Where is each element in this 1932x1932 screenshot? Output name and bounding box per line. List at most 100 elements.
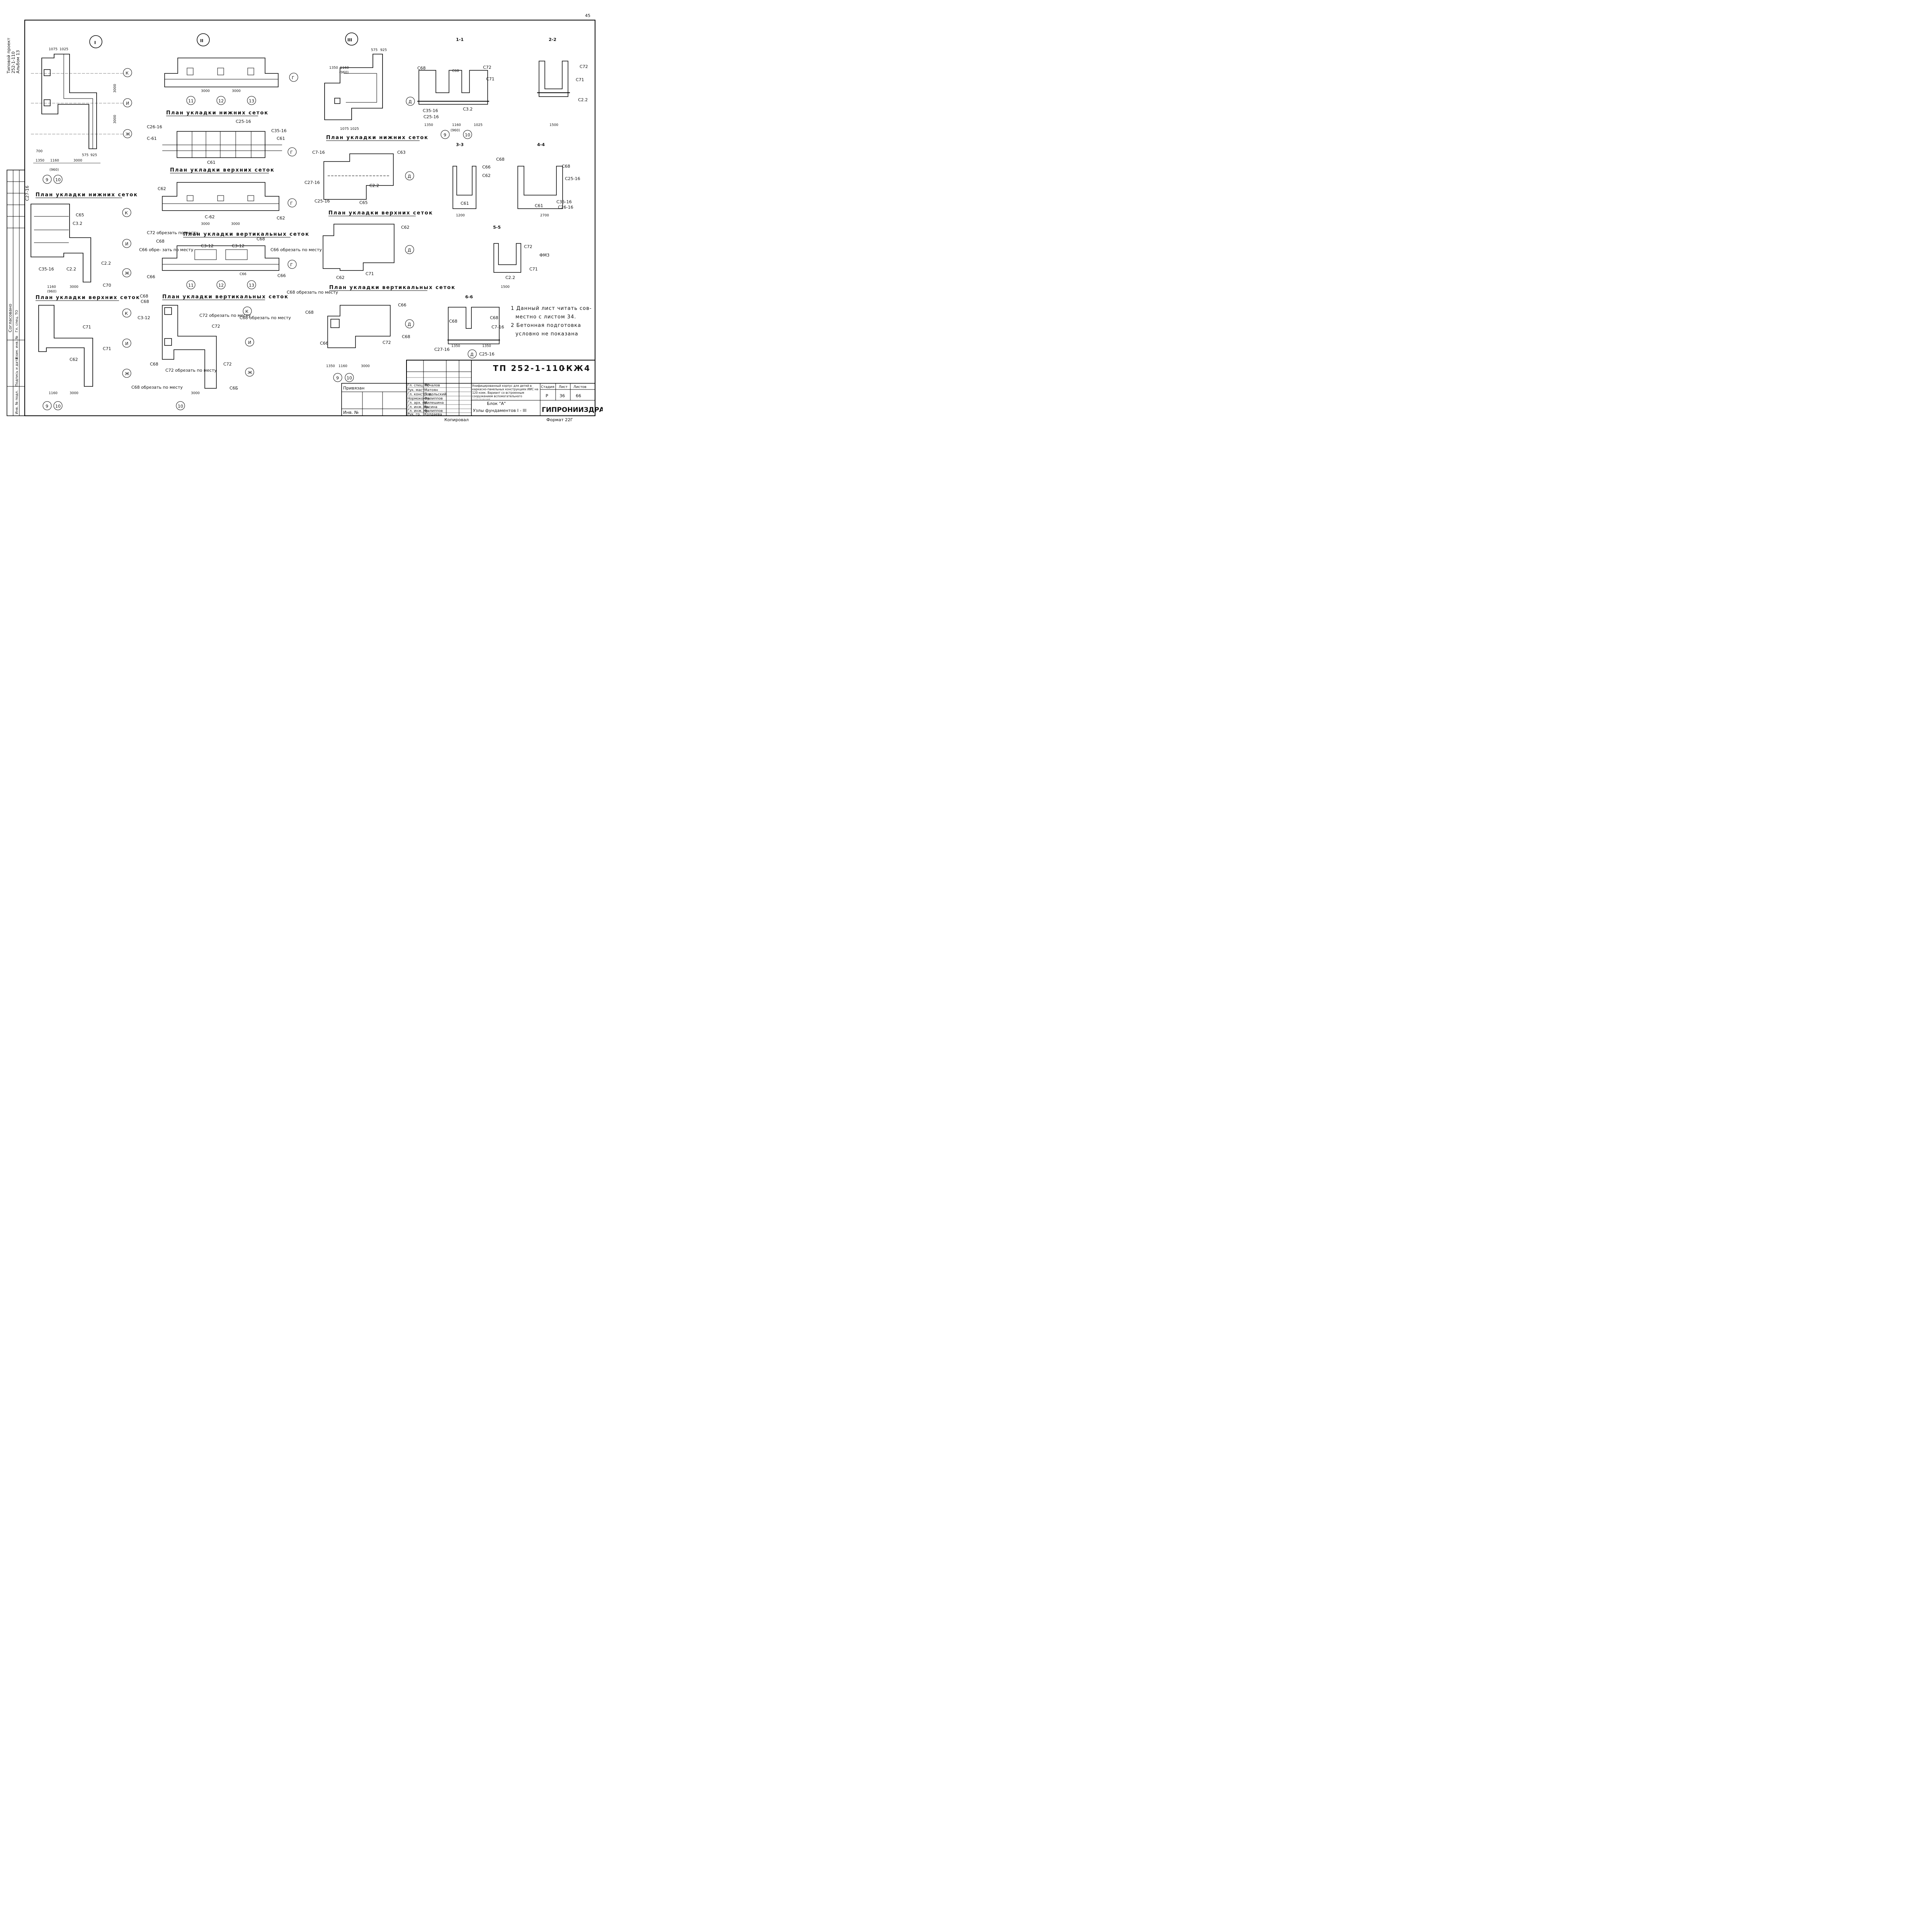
strip-agreed: Согласовано bbox=[8, 304, 13, 332]
mark-c68-s4: С68 bbox=[496, 157, 505, 162]
role-2: Рук. маст. bbox=[407, 388, 425, 392]
roman-circle-1 bbox=[89, 35, 102, 48]
drawing-sheet: 45 Типовой проект 252-1-110 Альбом 13 Со… bbox=[6, 13, 603, 422]
roman-3: III bbox=[347, 37, 352, 43]
title-p2-vert2: План укладки вертикальных сеток bbox=[162, 294, 289, 300]
dim-1-925: 925 bbox=[90, 153, 97, 157]
linked-block: Привязан Инв. № bbox=[341, 383, 407, 416]
page-number: 45 bbox=[585, 13, 590, 18]
axis-zh-2: Ж bbox=[125, 271, 129, 276]
dim-8-1160: 1160 bbox=[338, 364, 347, 368]
mark-c22-1b: С2.2 bbox=[101, 261, 111, 266]
dim-1-3000v2: 3000 bbox=[113, 115, 117, 124]
role-6: Гл. инж. пр. bbox=[407, 405, 429, 409]
dim-1-1350: 1350 bbox=[36, 159, 44, 163]
stamp-sheets: 66 bbox=[576, 393, 581, 398]
dim-s6-1350: 1350 bbox=[451, 344, 460, 348]
axis-k-4: К bbox=[245, 309, 248, 314]
mark-c70: С70 bbox=[103, 283, 111, 288]
role-4: Нормоконтр. bbox=[407, 397, 431, 401]
mark-c66-2c: С66 bbox=[277, 273, 286, 278]
dim-7-1160: 1160 bbox=[340, 66, 349, 70]
dim-4-3000: 3000 bbox=[201, 89, 210, 93]
mark-c63: С63 bbox=[397, 150, 406, 155]
stamp-inv: Инв. № bbox=[343, 410, 359, 415]
section-4-4: 4-4 С68 С68 С25-16 С35-16 С26-16 С61 270… bbox=[496, 142, 580, 218]
stamp-linked: Привязан bbox=[343, 386, 364, 391]
stamp-desc-box: Унифицированный корпус для детей в карка… bbox=[472, 384, 538, 400]
section-title-2: 2-2 bbox=[549, 37, 556, 42]
title-p3-vert: План укладки вертикальных сеток bbox=[329, 285, 456, 291]
dim-s1-1160: 1160 bbox=[452, 123, 461, 127]
role-1: Гл. спец. ТО bbox=[407, 384, 430, 388]
node-2-vertical-mesh: План укладки вертикальных сеток С72 обре… bbox=[139, 230, 322, 289]
name-2: Матоян bbox=[424, 388, 438, 392]
mark-c66-s3: С66 bbox=[482, 165, 491, 170]
dim-7-925: 925 bbox=[380, 48, 387, 52]
dim-8-1350: 1350 bbox=[326, 364, 335, 368]
mark-c61-2b: С61 bbox=[277, 136, 285, 141]
mark-c26-2: С26-16 bbox=[147, 124, 162, 129]
axis-9-3: 9 bbox=[336, 376, 339, 381]
dim-7-1350: 1350 bbox=[329, 66, 338, 70]
mark-c68cut-3b: С68 обрезать по месту bbox=[131, 385, 183, 390]
stamp-org: ГИПРОНИИЗДРАВ bbox=[542, 406, 603, 414]
dim-7-575: 575 bbox=[371, 48, 378, 52]
axis-i-2: И bbox=[125, 242, 128, 247]
stamp-stage: Р bbox=[546, 393, 548, 398]
mark-c35-2: С35-16 bbox=[271, 128, 287, 133]
mark-c66-4: С66 bbox=[398, 303, 406, 308]
mark-c27-s6: С27-16 bbox=[434, 347, 450, 352]
section-5-5: 5-5 С72 ФМ3 С71 С2.2 1500 bbox=[493, 225, 549, 289]
node-1-upper-mesh: План укладки верхних сеток С71 С71 С62 К… bbox=[36, 295, 139, 410]
mark-c35-s1: С35-16 bbox=[423, 108, 438, 113]
dim-s2-1500: 1500 bbox=[549, 123, 558, 127]
mark-c62-3b: С62 bbox=[336, 275, 345, 280]
mark-c62-3: С62 bbox=[401, 225, 410, 230]
node-2-lower-mesh: План укладки нижних сеток С26-16 С-61 С2… bbox=[147, 110, 297, 165]
name-6: Васина bbox=[424, 405, 437, 409]
axis-10-2: 10 bbox=[55, 404, 61, 409]
axis-g-2: Г bbox=[290, 150, 293, 155]
axis-10-1: 10 bbox=[55, 177, 61, 182]
dim-1-3000: 3000 bbox=[73, 159, 82, 163]
strip-inv-podl: Инв. № подл. bbox=[15, 390, 19, 414]
section-title-4: 4-4 bbox=[537, 142, 545, 147]
stamp-code: ТП 252-1-110 bbox=[493, 364, 565, 373]
dim-s3-1200: 1200 bbox=[456, 214, 465, 218]
mark-c68-4b: С68 bbox=[402, 334, 410, 339]
section-3-3: 3-3 С66 С62 С61 1200 bbox=[452, 142, 491, 218]
dim-s1-1025: 1025 bbox=[474, 123, 483, 127]
node-1: I К И Ж 9 10 1350 1160 (960) 3000 1075 1… bbox=[31, 35, 132, 184]
mark-c71-s1: С71 bbox=[486, 77, 495, 82]
mark-c71-1: С71 bbox=[83, 325, 91, 330]
mark-c72cut-2: С72 обрезать по месту bbox=[147, 230, 198, 235]
mark-c62-2c: С62 bbox=[277, 216, 285, 221]
mark-c62-s3: С62 bbox=[482, 173, 491, 178]
node-1-lower-mesh: План укладки нижних сеток С65 С3.2 С35-1… bbox=[25, 185, 137, 294]
mark-c62-1: С62 bbox=[70, 357, 78, 362]
note-3: 2 Бетонная подготовка bbox=[511, 323, 581, 328]
mark-c66cut-2: С66 обре- зать по месту bbox=[139, 247, 194, 252]
axis-13-2: 13 bbox=[249, 283, 254, 288]
strip-vzam: Взам. инв. № bbox=[15, 336, 19, 359]
section-title-3: 3-3 bbox=[456, 142, 464, 147]
mark-c68cut-4: С68 обрезать по месту bbox=[287, 290, 338, 295]
node-2: II Г 11 12 13 3000 3000 bbox=[164, 33, 298, 105]
side-stamp: Типовой проект 252-1-110 Альбом 13 bbox=[6, 37, 20, 74]
stamp-sheet: 36 bbox=[560, 393, 565, 398]
name-4: Филиппов bbox=[424, 397, 443, 401]
axis-10-3: 10 bbox=[178, 404, 183, 409]
section-1-1: 1-1 С68 С68 С72 С71 С35-16 С25-16 С3.2 1… bbox=[417, 37, 495, 139]
mark-c61-s3: С61 bbox=[461, 201, 469, 206]
mark-c68-s4b: С68 bbox=[562, 164, 570, 169]
mark-c32-1: С3.2 bbox=[73, 221, 82, 226]
name-3: Подольский bbox=[424, 393, 446, 396]
mark-c72cut-3b: С72 обрезать по месту bbox=[165, 368, 217, 373]
mark-c71-3: С71 bbox=[366, 271, 374, 276]
axis-9-2: 9 bbox=[46, 404, 48, 409]
mark-c62-2b: С-62 bbox=[205, 214, 215, 219]
dim-1-960: (960) bbox=[49, 168, 59, 172]
name-1: Мочалов bbox=[424, 384, 440, 388]
notes: 1 Данный лист читать сов- местно с листо… bbox=[511, 306, 591, 337]
